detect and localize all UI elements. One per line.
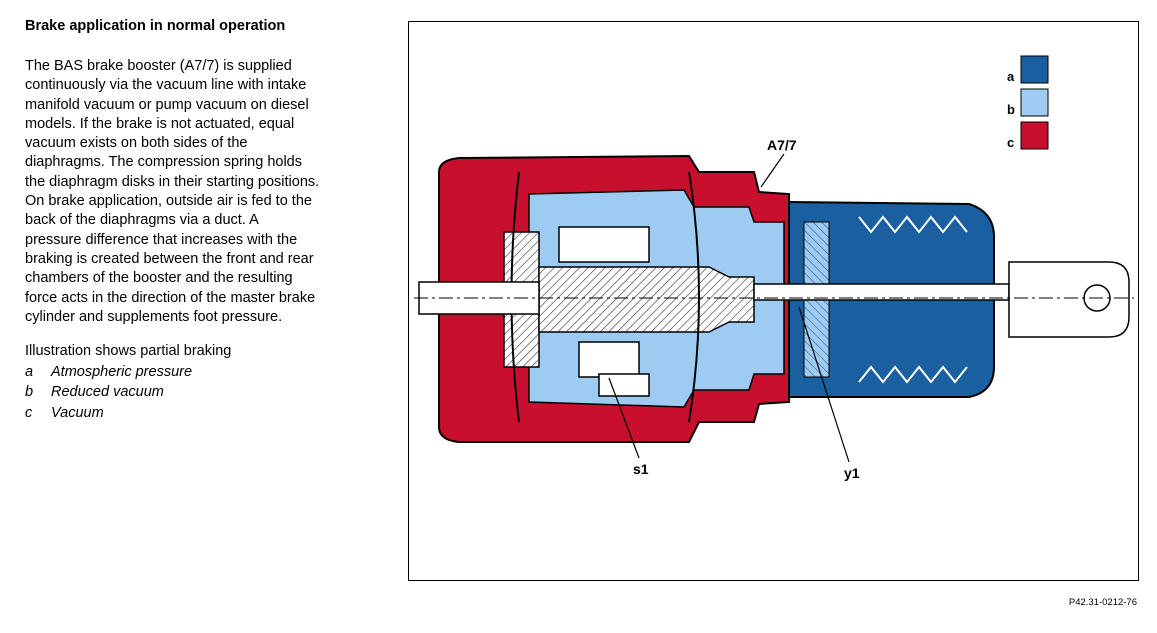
body-line: models. If the brake is not actuated, eq…: [25, 115, 295, 132]
swatch-c: [1020, 121, 1049, 150]
swatch-label-a: a: [1007, 69, 1015, 84]
switch-housing: [598, 373, 650, 397]
swatch-label-c: c: [1007, 135, 1014, 150]
valve-body: [538, 266, 755, 333]
swatch-a: [1020, 55, 1049, 84]
legend-item-a: a Atmospheric pressure: [25, 362, 370, 383]
body-line: continuously via the vacuum line with in…: [25, 77, 307, 94]
label-valve: y1: [844, 465, 860, 481]
booster-body: [414, 154, 1134, 443]
body-line: The BAS brake booster (A7/7) is supplied: [25, 58, 292, 74]
legend-key: a: [25, 363, 34, 380]
legend-text: Reduced vacuum: [51, 384, 164, 401]
body-line: vacuum exists on both sides of the: [25, 135, 248, 152]
body-text: The BAS brake booster (A7/7) is supplied…: [25, 57, 370, 327]
solenoid-housing: [578, 341, 640, 378]
body-line: pressure difference that increases with …: [25, 231, 298, 248]
body-line: manifold vacuum or pump vacuum on diesel: [25, 96, 309, 113]
swatch-b: [1020, 88, 1049, 117]
brake-booster-diagram: a b c: [414, 55, 1134, 481]
leader-valve: [798, 306, 850, 463]
body-line: force acts in the direction of the maste…: [25, 289, 316, 306]
label-switch: s1: [633, 461, 649, 477]
label-booster: A7/7: [767, 137, 797, 153]
legend-item-b: b Reduced vacuum: [25, 382, 370, 403]
diaphragm-line: [688, 171, 700, 423]
leader-booster: [760, 153, 785, 188]
body-line: cylinder and supplements foot pressure.: [25, 308, 283, 325]
callouts: A7/7 s1 y1: [608, 137, 860, 481]
legend-item-c: c Vacuum: [25, 403, 370, 424]
heading: Brake application in normal operation: [25, 18, 286, 34]
brake-booster-figure: a b c: [408, 21, 1139, 581]
body-line: back of the diaphragms via a duct. A: [25, 212, 259, 229]
legend-text: Atmospheric pressure: [51, 363, 193, 380]
swatch-label-b: b: [1007, 102, 1015, 117]
clevis: [1008, 261, 1130, 338]
bellows-bottom: [858, 365, 968, 384]
body-line: diaphragms. The compression spring holds: [25, 154, 302, 171]
legend-key: c: [25, 404, 33, 421]
body-line: chambers of the booster and the resultin…: [25, 270, 293, 287]
legend-swatches: a b c: [1007, 55, 1049, 150]
leader-switch: [608, 377, 640, 459]
bellows-top: [858, 215, 968, 234]
reference-number: P42.31-0212-76: [1068, 597, 1137, 608]
caption: Illustration shows partial braking: [25, 343, 232, 360]
upper-duct: [558, 226, 650, 263]
body-line: braking is created between the front and…: [25, 250, 314, 267]
text-column: Brake application in normal operation Th…: [25, 18, 370, 423]
legend-key: b: [25, 384, 34, 401]
body-line: the diaphragm disks in their starting po…: [25, 173, 320, 190]
body-line: On brake application, outside air is fed…: [25, 193, 312, 210]
legend-text: Vacuum: [51, 404, 104, 421]
